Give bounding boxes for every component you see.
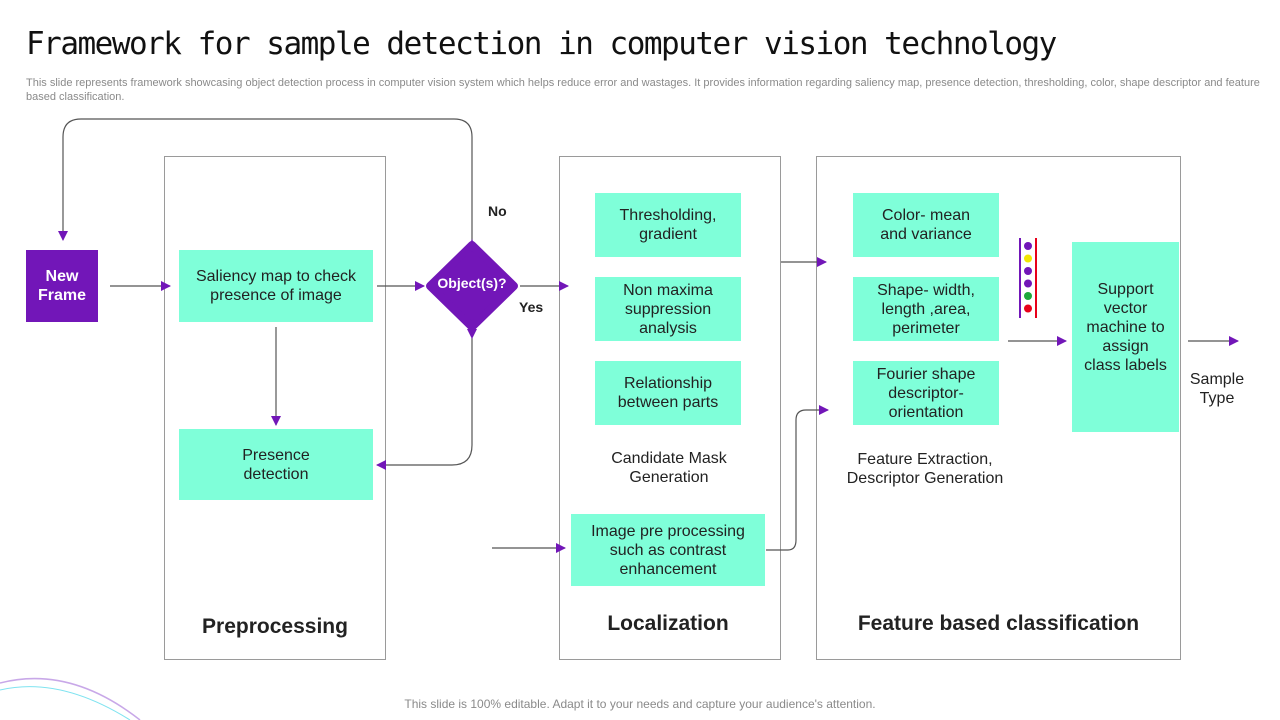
svm-box: Support vector machine to assign class l… [1072,242,1179,432]
decision-yes-label: Yes [519,299,544,315]
indicator-dot [1024,279,1032,288]
presence-detection-box: Presence detection [179,429,373,500]
slide-footer: This slide is 100% editable. Adapt it to… [404,697,876,711]
shape-feature-box: Shape- width, length ,area, perimeter [853,277,999,341]
non-maxima-box: Non maxima suppression analysis [595,277,741,341]
indicator-dot [1024,292,1032,300]
indicator-dot [1024,242,1032,250]
decision-label: Object(s)? [437,275,507,291]
image-preprocessing-box: Image pre processing such as contrast en… [571,514,765,586]
feature-classification-label: Feature based classification [857,612,1140,635]
sample-type-text: Sample Type [1189,371,1245,407]
indicator-dot [1024,304,1032,313]
slide-title: Framework for sample detection in comput… [26,26,1057,62]
preprocess-to-feature-connector [766,405,829,551]
decision-diamond [426,241,518,331]
fourier-feature-box: Fourier shape descriptor- orientation [853,361,999,425]
relationship-box: Relationship between parts [595,361,741,425]
no-loop-connector [58,118,477,249]
slide-subtitle: This slide represents framework showcasi… [26,77,1260,103]
localization-label: Localization [607,612,729,635]
new-frame-box: New Frame [26,250,98,322]
preprocessing-label: Preprocessing [202,615,348,638]
indicator-lights [1019,238,1037,318]
indicator-dots [1024,242,1032,313]
indicator-dot [1024,254,1032,263]
decision-presence-connector [376,329,477,470]
feature-extraction-text: Feature Extraction, Descriptor Generatio… [846,451,1004,487]
thresholding-box: Thresholding, gradient [595,193,741,257]
decision-no-label: No [488,203,507,219]
indicator-dot [1024,267,1032,275]
candidate-mask-text: Candidate Mask Generation [611,450,727,486]
color-feature-box: Color- mean and variance [853,193,999,257]
decorative-curve-accent [0,686,131,720]
decorative-curve [0,677,141,720]
saliency-map-box: Saliency map to check presence of image [179,250,373,322]
